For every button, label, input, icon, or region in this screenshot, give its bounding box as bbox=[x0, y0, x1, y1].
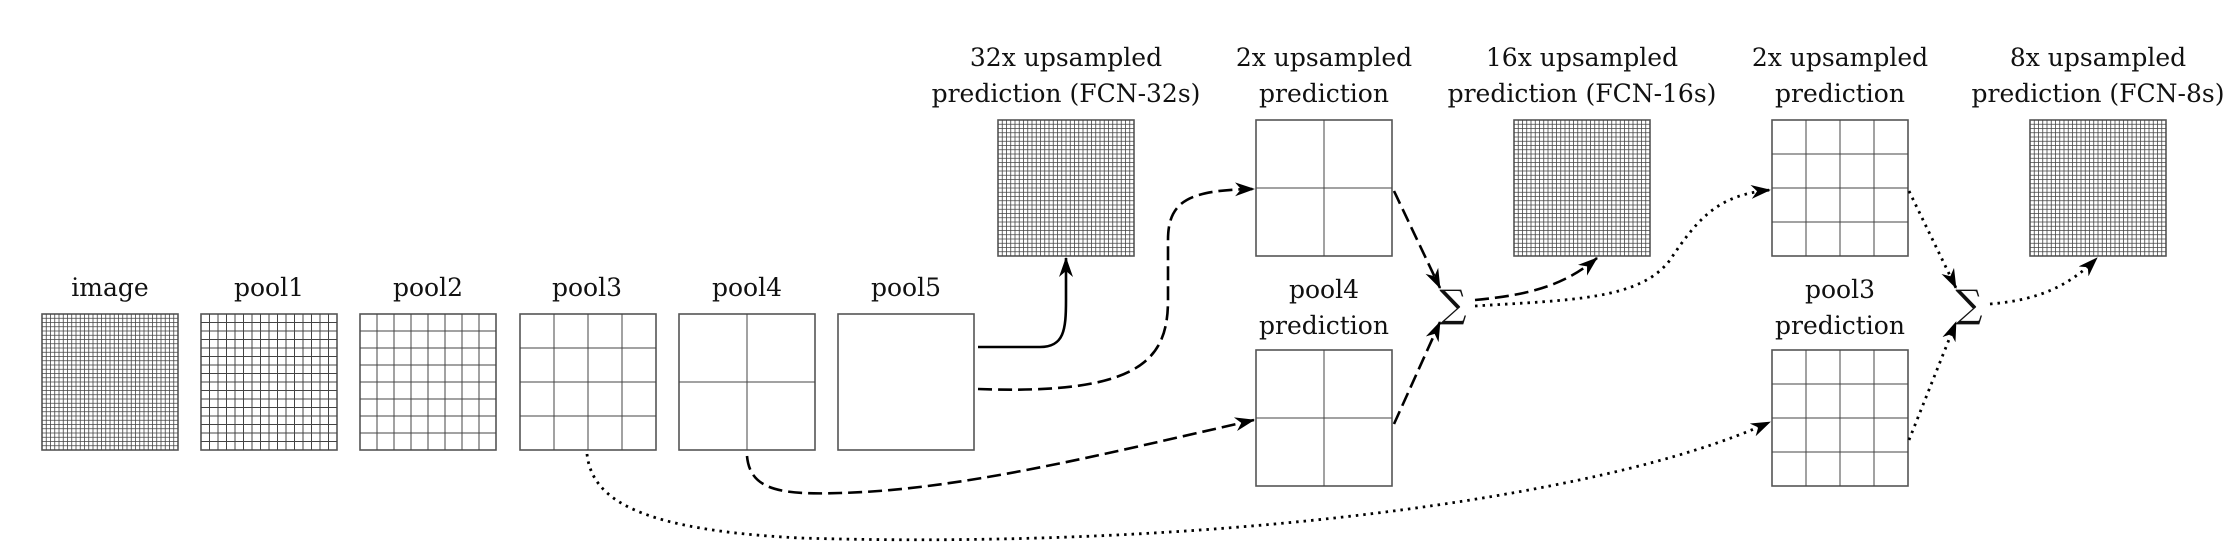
arrow-pool4pred-to-sum1 bbox=[1392, 321, 1442, 425]
arrow-pool5-to-fcn32 bbox=[978, 257, 1073, 349]
label-pool1: pool1 bbox=[234, 273, 304, 302]
grid-border bbox=[837, 313, 975, 451]
label-pool2: pool2 bbox=[393, 273, 463, 302]
label-fcn8-line1: 8x upsampled bbox=[2010, 43, 2186, 72]
pool1-grid bbox=[200, 313, 338, 451]
label-fcn32-line2: prediction (FCN-32s) bbox=[932, 79, 1201, 108]
label-up2b-line2: prediction bbox=[1775, 79, 1905, 108]
sum-icon-2: ∑ bbox=[1955, 282, 1982, 326]
arrow-pool4-to-pool4pred bbox=[745, 417, 1255, 495]
label-up2a-line2: prediction bbox=[1259, 79, 1389, 108]
label-up2b-line1: 2x upsampled bbox=[1752, 43, 1928, 72]
fcn16-output-grid bbox=[1513, 119, 1651, 257]
fcn8-output-grid bbox=[2029, 119, 2167, 257]
arrow-up2b-to-sum2 bbox=[1907, 190, 1958, 289]
label-fcn16-line2: prediction (FCN-16s) bbox=[1448, 79, 1717, 108]
fcn32-output-grid bbox=[997, 119, 1135, 257]
label-fcn8-line2: prediction (FCN-8s) bbox=[1972, 79, 2225, 108]
arrow-up2a-to-sum1 bbox=[1392, 190, 1442, 289]
pool3-grid bbox=[519, 313, 657, 451]
pool5-grid bbox=[837, 313, 975, 451]
pool3-prediction-grid bbox=[1771, 349, 1909, 487]
image-grid bbox=[41, 313, 179, 451]
up2a-grid bbox=[1255, 119, 1393, 257]
arrow-sum1-to-fcn16 bbox=[1474, 257, 1598, 302]
label-fcn32-line1: 32x upsampled bbox=[970, 43, 1162, 72]
arrow-pool3-to-pool3pred bbox=[585, 420, 1771, 542]
label-pool3: pool3 bbox=[552, 273, 622, 302]
label-image: image bbox=[71, 273, 148, 302]
arrow-pool5-to-up2a bbox=[977, 182, 1255, 391]
pool4-grid bbox=[678, 313, 816, 451]
label-up2a-line1: 2x upsampled bbox=[1236, 43, 1412, 72]
label-pool3pred-line1: pool3 bbox=[1805, 275, 1875, 304]
label-pool3pred-line2: prediction bbox=[1775, 311, 1905, 340]
pool4-prediction-grid bbox=[1255, 349, 1393, 487]
pool2-grid bbox=[359, 313, 497, 451]
arrow-sum2-to-fcn8 bbox=[1989, 257, 2098, 306]
up2b-grid bbox=[1771, 119, 1909, 257]
label-pool5: pool5 bbox=[871, 273, 941, 302]
label-fcn16-line1: 16x upsampled bbox=[1486, 43, 1678, 72]
label-pool4pred-line2: prediction bbox=[1259, 311, 1389, 340]
label-pool4: pool4 bbox=[712, 273, 782, 302]
sum-icon-1: ∑ bbox=[1439, 282, 1466, 326]
arrow-pool3pred-to-sum2 bbox=[1907, 321, 1958, 441]
label-pool4pred-line1: pool4 bbox=[1289, 275, 1359, 304]
